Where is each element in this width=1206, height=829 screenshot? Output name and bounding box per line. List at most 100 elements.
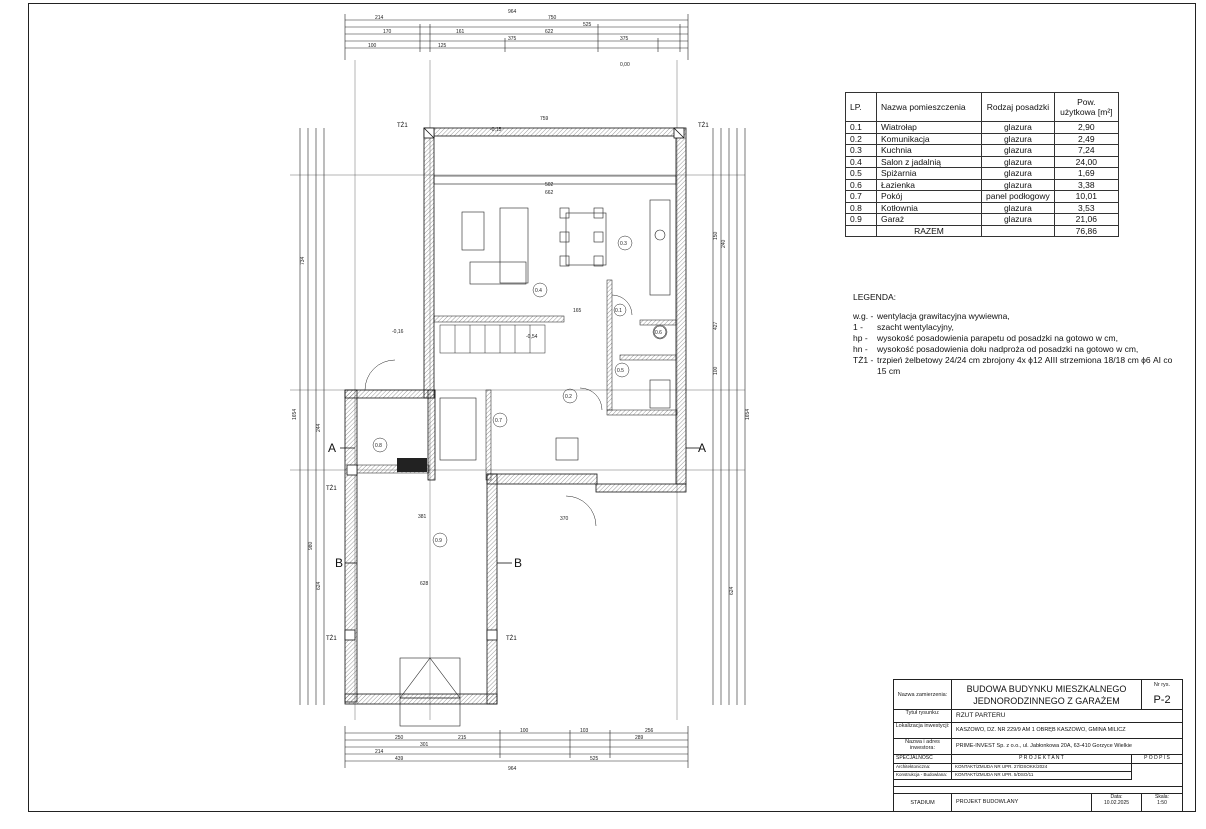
top-dim-2: 750	[548, 15, 557, 21]
legend-text: wysokość posadowienia parapetu od posadz…	[877, 333, 1118, 343]
room-label-0-4: 0.4	[535, 288, 542, 294]
header-lp: LP.	[845, 92, 877, 122]
pillar-label-2: TŻ1	[698, 122, 709, 129]
side-dimension-texts: 734 1654 980 624 244 1654 624 427 240 15…	[292, 231, 751, 595]
left-dim-4: 624	[316, 581, 322, 590]
legend-item: 1 -szacht wentylacyjny,	[853, 322, 1183, 333]
scale-box: Skala: 1:50	[1142, 794, 1182, 811]
project-title-line-1: BUDOWA BUDYNKU MIESZKALNEGO	[966, 684, 1127, 694]
empty-row-2	[894, 787, 1182, 794]
location: KASZOWO, DZ. NR 229/9 AM 1 OBRĘB KASZOWO…	[952, 723, 1182, 739]
legend-item: w.g. -wentylacja grawitacyjna wywiewna,	[853, 311, 1183, 322]
left-dim-2: 1654	[292, 409, 298, 420]
cell-lp: 0.1	[845, 121, 877, 134]
scale: 1:50	[1157, 800, 1167, 806]
cell-name: Pokój	[876, 190, 982, 203]
inner-dim-2: 502	[545, 182, 554, 188]
empty-row-1	[894, 780, 1182, 787]
cell-area: 21,06	[1053, 213, 1119, 226]
drawing-number-box: Nr rys. P-2	[1142, 680, 1182, 710]
cell-lp: 0.8	[845, 201, 877, 214]
location-label: Lokalizacja inwestycji:	[894, 723, 952, 739]
legend-item: hp -wysokość posadowienia parapetu od po…	[853, 333, 1183, 344]
room-label-0-5: 0.5	[617, 368, 624, 374]
bottom-dim-10: 289	[635, 735, 644, 741]
pillar-label-4: TŻ1	[326, 635, 337, 642]
top-dim-4: 161	[456, 29, 465, 35]
cell-lp: 0.5	[845, 167, 877, 180]
garage-walls	[344, 389, 498, 705]
bottom-dim-8: 103	[580, 728, 589, 734]
cell-lp: 0.4	[845, 155, 877, 168]
room-label-0-6: 0.6	[655, 330, 662, 336]
cell-floor: glazura	[981, 178, 1055, 191]
dimension-texts: 964 214 750 170 161 622 525 375 100 125 …	[368, 9, 654, 772]
legend-item: TŻ1 -trzpień żelbetowy 24/24 cm zbrojony…	[853, 355, 1183, 377]
date-box: Data: 10.02.2025	[1092, 794, 1142, 811]
cell-floor: glazura	[981, 144, 1055, 157]
legend-key: TŻ1 -	[853, 355, 874, 365]
room-label-0-9: 0.9	[435, 538, 442, 544]
top-total-dim: 964	[508, 9, 517, 15]
designer-header: P R O J E K T A N T	[952, 755, 1132, 764]
table-header-row: LP. Nazwa pomieszczenia Rodzaj posadzki …	[845, 92, 1119, 122]
investor-label: Nazwa i adres inwestora:	[894, 739, 952, 755]
cell-name: Kotłownia	[876, 201, 982, 214]
title-block: Nazwa zamierzenia: BUDOWA BUDYNKU MIESZK…	[893, 679, 1183, 812]
top-dim-8: 100	[368, 43, 377, 49]
left-dim-3: 980	[308, 541, 314, 550]
cell-floor: panel podłogowy	[981, 190, 1055, 203]
cell-floor: glazura	[981, 167, 1055, 180]
right-dim-2: 624	[729, 586, 735, 595]
top-dim-3: 170	[383, 29, 392, 35]
inner-dim-3: 662	[545, 190, 554, 196]
header-area: Pow. użytkowa [m²]	[1053, 92, 1119, 122]
table-total-row: RAZEM 76,86	[845, 224, 1119, 237]
section-b-left: B	[335, 556, 343, 570]
cell-name: Wiatrołap	[876, 121, 982, 134]
section-a-right: A	[698, 441, 706, 455]
room-schedule-table: LP. Nazwa pomieszczenia Rodzaj posadzki …	[845, 92, 1119, 237]
right-dim-5: 150	[713, 231, 719, 240]
cell-lp: 0.6	[845, 178, 877, 191]
door-swings	[364, 294, 633, 527]
bottom-dim-1: 439	[395, 756, 404, 762]
cell-area: 3,38	[1053, 178, 1119, 191]
inner-dim-4: 165	[573, 308, 582, 314]
side-dimension-lines	[299, 128, 746, 705]
legend-text: wysokość posadowienia dołu nadproża od p…	[877, 344, 1139, 354]
room-label-0-8: 0.8	[375, 443, 382, 449]
furniture	[439, 199, 671, 461]
legend: LEGENDA: w.g. -wentylacja grawitacyjna w…	[853, 292, 1183, 377]
header-name: Nazwa pomieszczenia	[876, 92, 982, 122]
bottom-total-dim: 964	[508, 766, 517, 772]
cell-lp: 0.2	[845, 132, 877, 145]
architect-label: Architektoniczna:	[894, 764, 952, 772]
bottom-dim-7: 100	[520, 728, 529, 734]
drawing-title: RZUT PARTERU	[952, 710, 1182, 723]
drawing-number: P-2	[1153, 694, 1171, 706]
cell-area: 3,53	[1053, 201, 1119, 214]
cell-name: Spiżarnia	[876, 167, 982, 180]
bottom-dim-6: 215	[458, 735, 467, 741]
date: 10.02.2025	[1103, 800, 1130, 806]
pillars	[344, 127, 685, 641]
room-label-0-1: 0.1	[615, 308, 622, 314]
cell-lp: 0.7	[845, 190, 877, 203]
level-mark-2: -0,16	[392, 329, 404, 335]
top-dim-5: 622	[545, 29, 554, 35]
legend-item: hn -wysokość posadowienia dołu nadproża …	[853, 344, 1183, 355]
legend-text: szacht wentylacyjny,	[877, 322, 954, 332]
garage-door-symbol	[399, 657, 461, 727]
cell-area: 1,69	[1053, 167, 1119, 180]
house-walls	[423, 127, 687, 493]
structure-label: Konstrukcja - Budowlana:	[894, 772, 952, 780]
room-label-0-7: 0.7	[495, 418, 502, 424]
